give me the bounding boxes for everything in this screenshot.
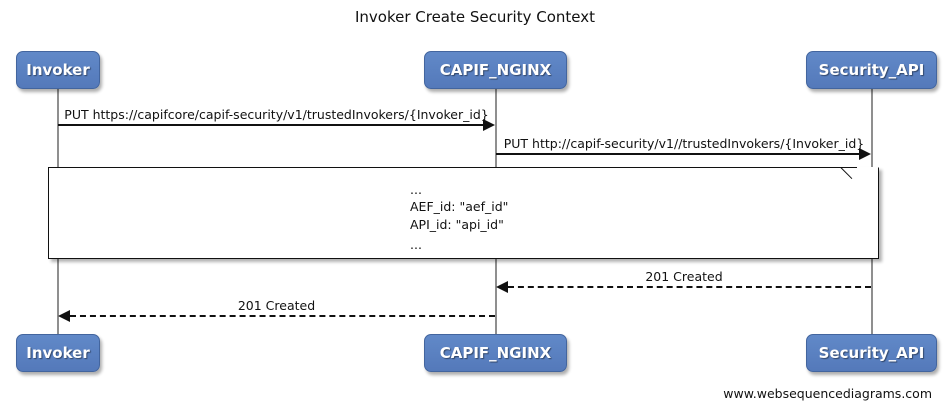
- participant-invoker-top[interactable]: Invoker: [16, 51, 100, 89]
- page-title: Invoker Create Security Context: [354, 8, 596, 26]
- participant-capif-nginx-top[interactable]: CAPIF_NGINX: [424, 51, 567, 89]
- message-line-2: [496, 153, 859, 155]
- message-label-3: 201 Created: [645, 269, 723, 284]
- message-label-4: 201 Created: [237, 298, 316, 313]
- footer-watermark: www.websequencediagrams.com: [723, 386, 932, 401]
- participant-security-api-top[interactable]: Security_API: [806, 51, 937, 89]
- message-label-2: PUT http://capif-security/v1//trustedInv…: [503, 136, 865, 151]
- note-fold-corner-icon: [857, 167, 879, 189]
- arrowhead-right-icon-2: [859, 148, 871, 160]
- note-line-3: API_id: "api_id": [410, 217, 504, 232]
- message-label-1: PUT https://capifcore/capif-security/v1/…: [64, 107, 489, 122]
- participant-security-api-bottom[interactable]: Security_API: [806, 334, 937, 372]
- participant-capif-nginx-bottom[interactable]: CAPIF_NGINX: [424, 334, 567, 372]
- arrowhead-right-icon-1: [483, 119, 495, 131]
- arrowhead-left-icon-4: [58, 310, 70, 322]
- note-line-1: ...: [410, 182, 422, 197]
- message-line-3: [508, 286, 871, 288]
- message-line-4: [70, 315, 495, 317]
- note-line-2: AEF_id: "aef_id": [410, 199, 509, 214]
- note-box: ... AEF_id: "aef_id" API_id: "api_id" ..…: [48, 167, 879, 259]
- arrowhead-left-icon-3: [496, 281, 508, 293]
- participant-invoker-bottom[interactable]: Invoker: [16, 334, 100, 372]
- note-line-4: ...: [410, 237, 422, 252]
- note-fold-line: [840, 167, 853, 180]
- message-line-1: [58, 124, 483, 126]
